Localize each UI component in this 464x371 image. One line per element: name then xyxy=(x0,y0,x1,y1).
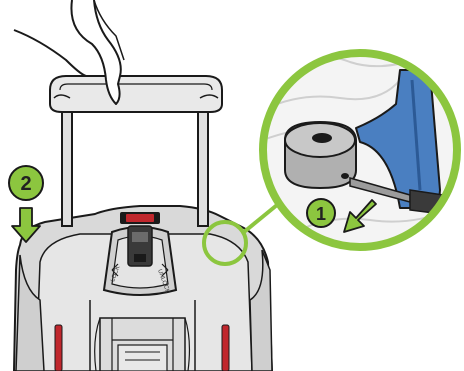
step-2-circle xyxy=(8,165,44,201)
step-1-circle xyxy=(306,198,336,228)
bracket-hole xyxy=(312,133,332,143)
step-2-number: 2 xyxy=(20,173,31,195)
car-seat-shell xyxy=(12,205,274,371)
lock-label: LOCK xyxy=(110,265,121,282)
red-accent-right xyxy=(221,324,230,371)
down-arrow-icon xyxy=(11,207,41,243)
hand-icon xyxy=(13,0,125,105)
red-accent-left xyxy=(54,324,63,371)
zoom-detail-view xyxy=(259,49,461,251)
diagonal-arrow-icon xyxy=(343,199,377,233)
headrest-frame xyxy=(49,75,223,227)
zoom-source-ring xyxy=(202,220,248,266)
zoom-detail-ring xyxy=(259,49,461,251)
step-1-marker: 1 xyxy=(306,198,377,233)
harness-buckle: LOCK UNLOCK xyxy=(102,212,178,296)
step-1-number: 1 xyxy=(316,204,326,224)
step-2-marker: 2 xyxy=(8,165,44,243)
